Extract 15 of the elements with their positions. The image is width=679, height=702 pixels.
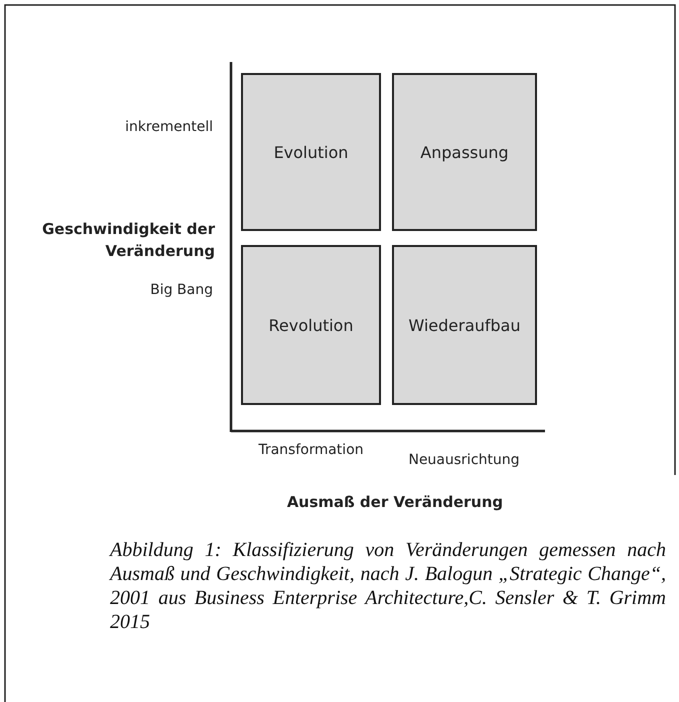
column-label: Neuausrichtung (407, 452, 521, 468)
axis-title: Ausmaß der Veränderung (286, 493, 504, 511)
row-label: inkrementell (124, 118, 213, 137)
quadrant-box (392, 73, 537, 231)
quadrant-label: Anpassung (420, 142, 509, 162)
column-label: Transformation (257, 442, 365, 458)
quadrant-label: Wiederaufbau (408, 316, 520, 334)
figure-caption: Abbildung 1: Klassifizierung von Veränderungen gemessen nach Ausmaß und Geschwindigkeit, nach J. Balogun „Strategic Change“, 2001 aus Business Enterprise Architecture,C. Sensler & T. Grimm 2015 (110, 538, 666, 634)
axis-title: Geschwindigkeit der Veränderung (41, 219, 215, 262)
quadrant-box (241, 73, 381, 231)
quadrant-box (241, 245, 381, 405)
quadrant-box (392, 245, 537, 405)
quadrant-label: Evolution (274, 142, 348, 162)
row-label: Big Bang (149, 281, 213, 300)
quadrant-label: Revolution (268, 316, 354, 334)
